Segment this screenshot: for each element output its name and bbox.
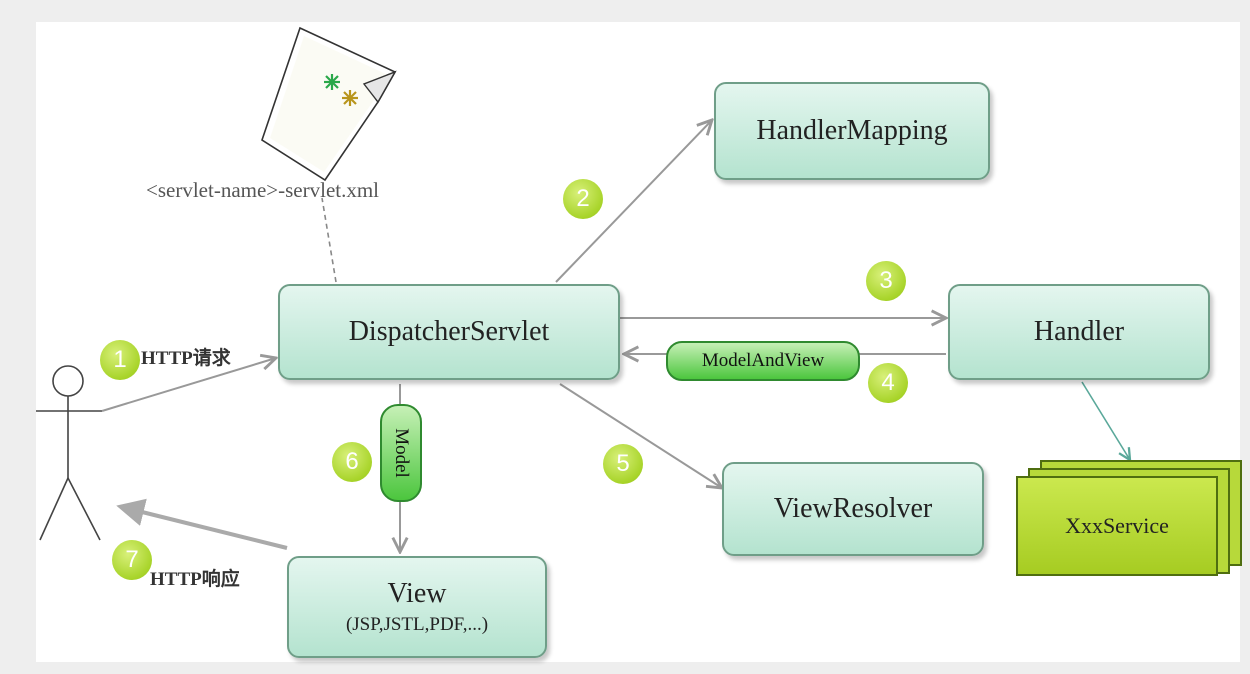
http-response-label: HTTP响应 bbox=[150, 569, 240, 590]
view-technologies-label: (JSP,JSTL,PDF,...) bbox=[345, 614, 489, 635]
config-dashed-link bbox=[321, 197, 337, 283]
dispatcher-servlet-box: DispatcherServlet bbox=[278, 284, 620, 380]
handler-box: Handler bbox=[948, 284, 1210, 380]
step-badge-6: 6 bbox=[332, 442, 372, 482]
view-box: View (JSP,JSTL,PDF,...) bbox=[287, 556, 547, 658]
dispatcher-servlet-label: DispatcherServlet bbox=[348, 316, 550, 347]
step-badge-2: 2 bbox=[563, 179, 603, 219]
model-label: Model bbox=[391, 428, 413, 478]
xxx-service-label: XxxService bbox=[1065, 513, 1169, 538]
http-request-label: HTTP请求 bbox=[141, 348, 231, 369]
handler-label: Handler bbox=[1033, 316, 1125, 347]
step-badge-4: 4 bbox=[868, 363, 908, 403]
arrow-http-response bbox=[116, 498, 288, 550]
xml-document-icon bbox=[261, 26, 397, 182]
arrow-to-service bbox=[1081, 381, 1130, 460]
handler-mapping-box: HandlerMapping bbox=[714, 82, 990, 180]
step-badge-5: 5 bbox=[603, 444, 643, 484]
arrow-http-request bbox=[101, 358, 276, 412]
model-and-view-pill: ModelAndView bbox=[666, 341, 860, 381]
view-resolver-label: ViewResolver bbox=[773, 493, 933, 524]
user-stick-figure bbox=[36, 365, 102, 541]
view-label: View bbox=[387, 578, 447, 609]
step-badge-1: 1 bbox=[100, 340, 140, 380]
step-badge-7: 7 bbox=[112, 540, 152, 580]
view-resolver-box: ViewResolver bbox=[722, 462, 984, 556]
model-and-view-label: ModelAndView bbox=[701, 350, 825, 371]
model-pill: Model bbox=[380, 404, 422, 502]
xxx-service-box: XxxService bbox=[1016, 476, 1218, 576]
step-badge-3: 3 bbox=[866, 261, 906, 301]
arrow-to-view-resolver bbox=[559, 383, 722, 488]
arrow-to-handler-mapping bbox=[555, 120, 712, 283]
config-filename-label: <servlet-name>-servlet.xml bbox=[146, 178, 380, 202]
handler-mapping-label: HandlerMapping bbox=[756, 115, 948, 146]
